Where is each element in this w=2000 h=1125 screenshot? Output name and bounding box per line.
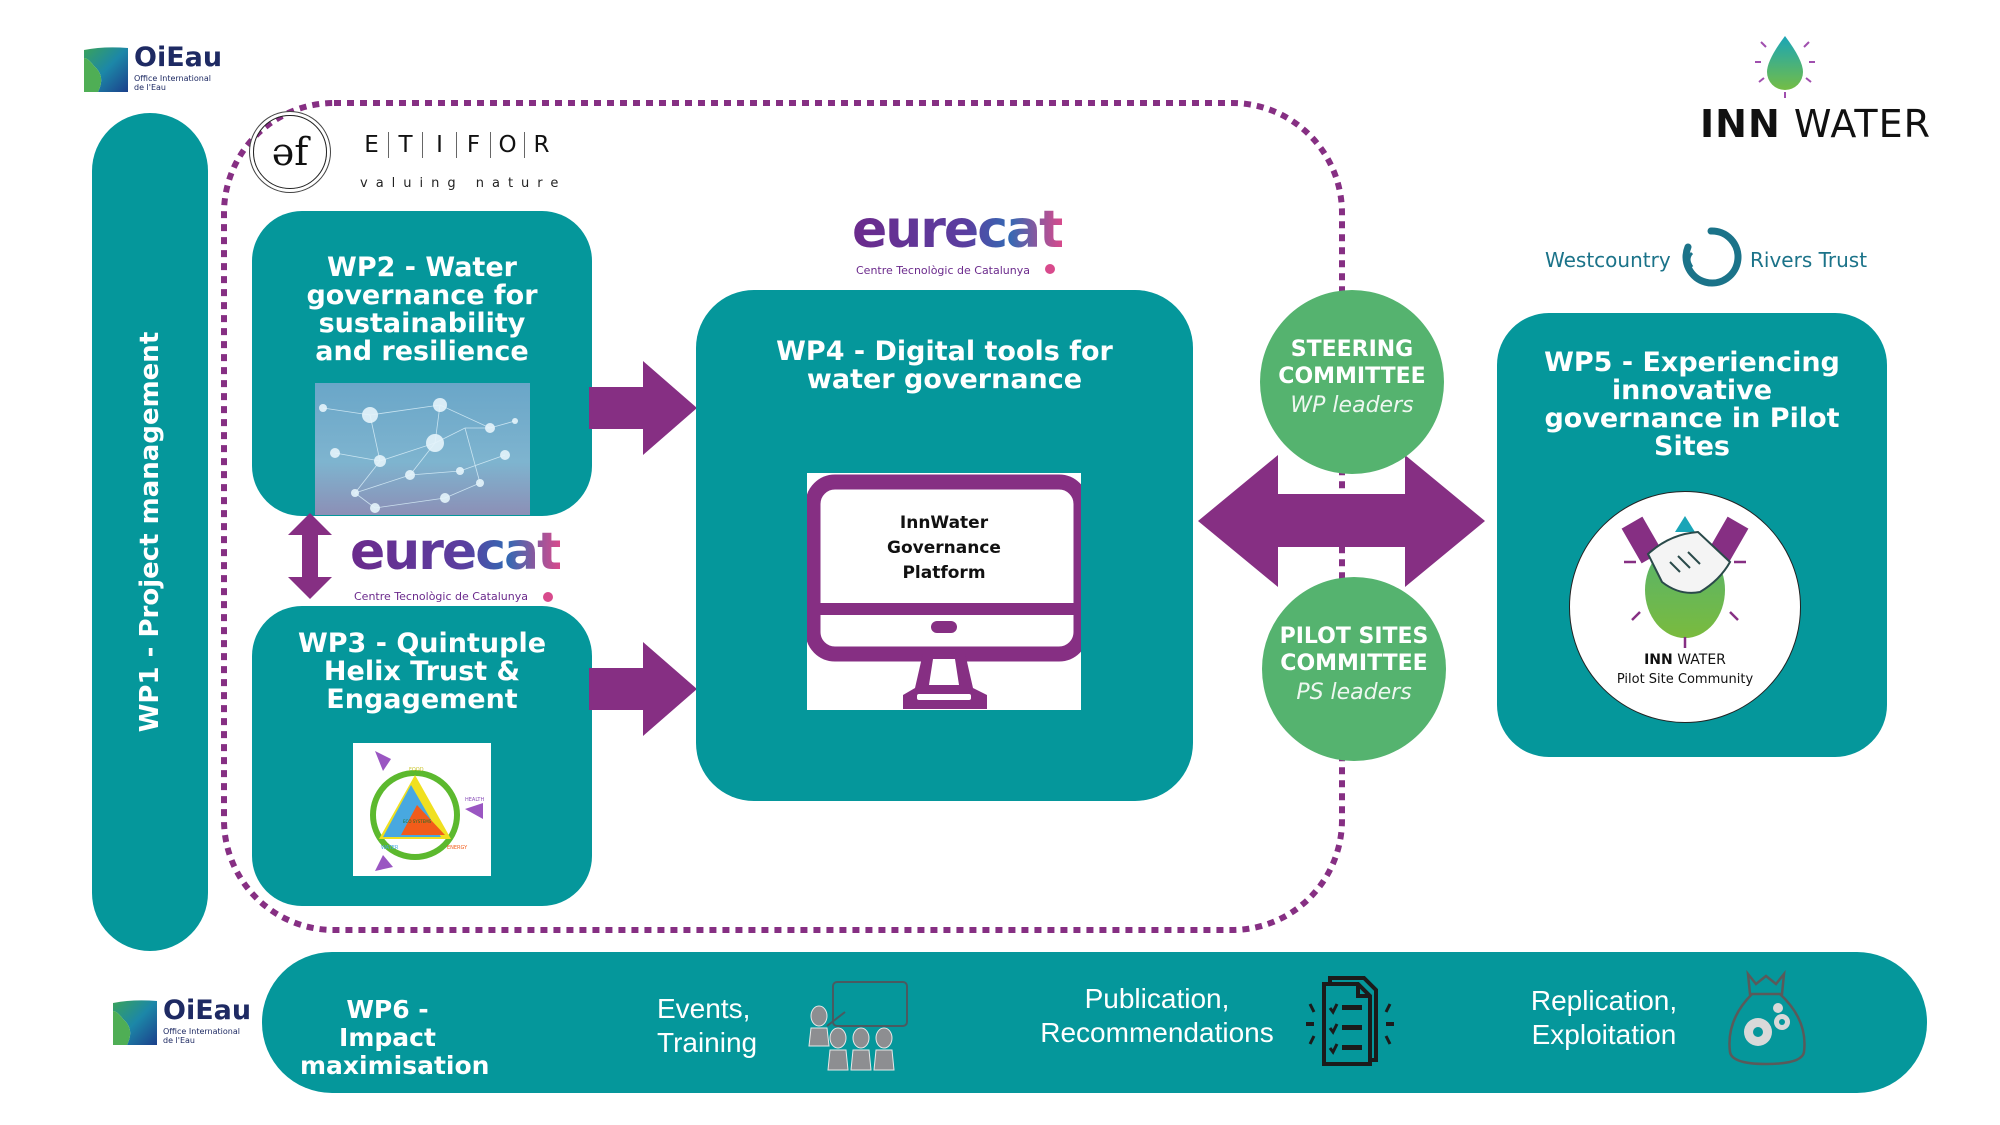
wp6-item-replication: Replication, Exploitation bbox=[1530, 985, 1678, 1050]
oieau-logo-top: OiEau Office International de l'Eau bbox=[84, 42, 224, 94]
wp5-title: WP5 - Experiencing innovative governance… bbox=[1544, 347, 1840, 462]
westcountry-right: Rivers Trust bbox=[1750, 248, 1868, 272]
eurecat-subtitle: Centre Tecnològic de Catalunya bbox=[856, 264, 1030, 277]
wp2-box: WP2 - Water governance for sustainabilit… bbox=[252, 211, 592, 516]
oieau-name: OiEau bbox=[163, 995, 252, 1026]
oieau-name: OiEau bbox=[134, 42, 223, 73]
steering-committee: STEERING COMMITTEE WP leaders bbox=[1260, 290, 1444, 474]
oieau-subtitle-2: de l'Eau bbox=[134, 83, 166, 92]
wp1-label: WP1 - Project management bbox=[135, 331, 165, 733]
pilot-site-community-logo: INN WATER Pilot Site Community bbox=[1569, 491, 1801, 723]
wp3-to-wp4-arrow bbox=[589, 642, 697, 736]
innwater-bold: INN bbox=[1700, 102, 1781, 146]
river-circle-icon bbox=[1682, 227, 1742, 287]
wp4-box: WP4 - Digital tools for water governance… bbox=[696, 290, 1193, 801]
eurecat-dot bbox=[543, 592, 553, 602]
innwater-light: WATER bbox=[1793, 102, 1932, 146]
community-wordmark: INN WATER bbox=[1644, 652, 1726, 668]
handshake-drop-icon bbox=[1621, 516, 1749, 648]
oieau-subtitle-1: Office International bbox=[134, 74, 211, 83]
innwater-wordmark: INN WATER bbox=[1700, 102, 1931, 146]
water-drop-icon bbox=[1755, 36, 1815, 98]
wp5-box: WP5 - Experiencing innovative governance… bbox=[1497, 313, 1887, 757]
wp6-impact-bar: WP6 - Impact maximisation Events, Traini… bbox=[262, 952, 1927, 1093]
etifor-mark-icon: əf bbox=[253, 115, 327, 189]
quintuple-helix-diagram: FOOD HEALTH WATER ENERGY ECO SYSTEMS bbox=[353, 743, 491, 876]
oieau-subtitle-2: de l'Eau bbox=[163, 1036, 195, 1045]
helix-label-water: WATER bbox=[381, 845, 399, 851]
community-subtitle: Pilot Site Community bbox=[1616, 672, 1754, 687]
westcountry-left: Westcountry bbox=[1545, 248, 1671, 272]
training-icon bbox=[808, 981, 908, 1071]
wp2-to-wp4-arrow bbox=[589, 361, 697, 455]
money-bag-gears-icon bbox=[1728, 970, 1806, 1066]
helix-label-center: ECO SYSTEMS bbox=[403, 819, 432, 824]
oieau-logo-bottom: OiEau Office International de l'Eau bbox=[113, 995, 253, 1047]
wp6-item-events-training: Events, Training bbox=[657, 993, 758, 1058]
checklist-document-icon bbox=[1306, 976, 1394, 1066]
wp6-item-publication: Publication, Recommendations bbox=[1040, 983, 1274, 1048]
helix-label-health: HEALTH bbox=[465, 797, 484, 803]
wp3-title: WP3 - Quintuple Helix Trust & Engagement bbox=[297, 628, 547, 715]
oieau-wave-icon bbox=[84, 47, 128, 92]
platform-label: InnWater Governance Platform bbox=[887, 513, 1001, 583]
governance-platform-image[interactable]: InnWater Governance Platform bbox=[807, 473, 1081, 710]
eurecat-subtitle: Centre Tecnològic de Catalunya bbox=[354, 590, 528, 603]
etifor-tagline: valuing nature bbox=[360, 176, 567, 191]
eurecat-name: eurecat bbox=[350, 522, 562, 582]
oieau-subtitle-1: Office International bbox=[163, 1027, 240, 1036]
eurecat-logo-wp4: eurecat Centre Tecnològic de Catalunya bbox=[852, 200, 1064, 288]
etifor-letters: E T I F O R bbox=[355, 132, 558, 158]
eurecat-logo-wp3: eurecat Centre Tecnològic de Catalunya bbox=[350, 522, 562, 610]
innwater-logo: INN WATER bbox=[1700, 30, 1960, 150]
monitor-icon bbox=[807, 474, 1081, 709]
wp6-title: WP6 - Impact maximisation bbox=[300, 995, 490, 1080]
helix-label-food: FOOD bbox=[409, 767, 424, 773]
wp3-box: WP3 - Quintuple Helix Trust & Engagement… bbox=[252, 606, 592, 906]
eurecat-dot bbox=[1045, 264, 1055, 274]
wp2-wp3-double-arrow bbox=[288, 513, 332, 599]
eurecat-name: eurecat bbox=[852, 200, 1064, 260]
westcountry-logo: Westcountry Rivers Trust bbox=[1545, 225, 1885, 295]
etifor-logo: əf E T I F O R valuing nature bbox=[250, 112, 570, 197]
wp4-wp5-double-arrow bbox=[1198, 455, 1485, 587]
wp2-title: WP2 - Water governance for sustainabilit… bbox=[306, 252, 538, 367]
water-network-image bbox=[315, 383, 530, 515]
pilot-sites-committee: PILOT SITES COMMITTEE PS leaders bbox=[1262, 577, 1446, 761]
helix-label-energy: ENERGY bbox=[447, 845, 468, 851]
wp1-project-management: WP1 - Project management bbox=[92, 113, 208, 951]
oieau-wave-icon bbox=[113, 1000, 157, 1045]
wp4-title: WP4 - Digital tools for water governance bbox=[776, 336, 1113, 395]
